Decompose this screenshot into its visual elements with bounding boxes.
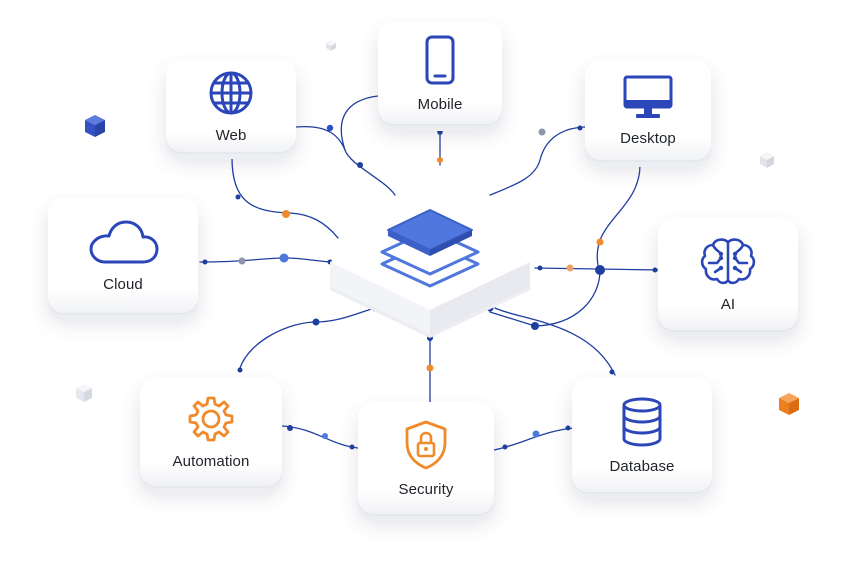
connector-automation-right (281, 425, 359, 449)
node-automation[interactable]: Automation (140, 378, 282, 486)
connector-web (295, 125, 396, 196)
database-icon (622, 397, 662, 447)
node-label: AI (720, 295, 736, 313)
node-cloud[interactable]: Cloud (48, 198, 198, 313)
node-label: Desktop (620, 129, 676, 147)
gear-icon (188, 396, 234, 441)
globe-icon (209, 71, 253, 114)
smartphone-icon (425, 35, 455, 84)
brain-icon (700, 237, 756, 284)
layers-icon (380, 209, 480, 288)
node-label: Automation (172, 452, 250, 470)
small-cube-icon (76, 384, 92, 402)
node-mobile[interactable]: Mobile (378, 22, 502, 124)
connector-mobile-left (340, 95, 379, 151)
connector-cloud (199, 257, 336, 263)
node-label: Cloud (103, 276, 143, 293)
small-cube-icon (760, 152, 774, 168)
shield-lock-icon (405, 420, 447, 469)
central-hub (330, 209, 530, 338)
cloud-icon (89, 220, 159, 264)
node-desktop[interactable]: Desktop (585, 60, 711, 160)
node-database[interactable]: Database (572, 378, 712, 492)
node-label: Mobile (417, 95, 463, 113)
connector-web-down (231, 157, 339, 239)
small-cube-icon (326, 40, 336, 51)
connector-database (494, 307, 616, 376)
node-web[interactable]: Web (166, 60, 296, 152)
connector-desktop-down (596, 164, 641, 271)
node-ai[interactable]: AI (658, 218, 798, 330)
connector-automation (239, 307, 376, 369)
orange-cube-icon (779, 393, 799, 415)
node-security[interactable]: Security (358, 402, 494, 514)
monitor-icon (623, 75, 673, 118)
node-label: Database (609, 457, 675, 475)
node-label: Web (215, 126, 247, 144)
blue-cube-icon (85, 115, 105, 137)
node-label: Security (398, 480, 454, 498)
connector-desktop (489, 126, 586, 196)
